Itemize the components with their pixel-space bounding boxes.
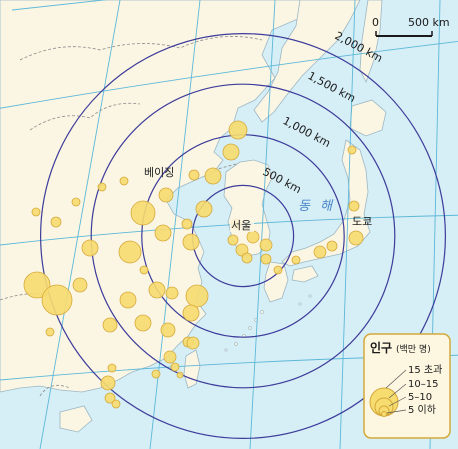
city-circle bbox=[260, 253, 272, 265]
taiwan-island bbox=[183, 349, 201, 389]
city-circle bbox=[246, 230, 260, 244]
scale-length-label: 500 km bbox=[408, 16, 450, 29]
city-circle bbox=[165, 286, 179, 300]
city-circle bbox=[139, 265, 149, 275]
city-circle bbox=[23, 271, 51, 299]
city-circle bbox=[182, 233, 200, 251]
label-beijing: 베이징 bbox=[144, 166, 174, 179]
city-circle bbox=[50, 216, 62, 228]
sakhalin-island bbox=[359, 0, 383, 84]
city-circle bbox=[347, 145, 357, 155]
city-circle bbox=[119, 176, 129, 186]
southern-land bbox=[59, 405, 93, 433]
scale-zero-label: 0 bbox=[372, 16, 379, 29]
city-circle bbox=[119, 291, 137, 309]
city-circle bbox=[291, 255, 301, 265]
city-circle bbox=[31, 207, 41, 217]
legend-circle-tiny bbox=[381, 411, 387, 417]
legend-class-3: 5–10 bbox=[408, 392, 432, 403]
city-circle bbox=[71, 197, 81, 207]
city-circle bbox=[134, 314, 152, 332]
legend-class-2: 10–15 bbox=[408, 379, 438, 390]
legend-unit: (백만 명) bbox=[396, 344, 431, 355]
city-circle bbox=[148, 281, 166, 299]
city-circle bbox=[186, 336, 200, 350]
city-circle bbox=[154, 224, 172, 242]
city-circle bbox=[348, 230, 364, 246]
city-circle bbox=[241, 252, 253, 264]
city-circle bbox=[118, 240, 142, 264]
distance-rings bbox=[40, 33, 446, 439]
city-circle bbox=[195, 200, 213, 218]
city-circle bbox=[160, 322, 176, 338]
city-circle bbox=[259, 238, 273, 252]
city-circle bbox=[326, 240, 338, 252]
city-circle bbox=[97, 182, 107, 192]
city-circle bbox=[170, 362, 180, 372]
city-circle bbox=[151, 369, 161, 379]
shikoku-island bbox=[291, 265, 319, 283]
city-circle bbox=[228, 120, 248, 140]
scale-bar: 0 500 km bbox=[372, 16, 450, 37]
city-circle bbox=[188, 169, 200, 181]
legend-class-1: 15 초과 bbox=[408, 364, 442, 376]
distance-ring-2000 bbox=[40, 33, 446, 439]
legend: 인구 (백만 명) 15 초과 10–15 5–10 5 이하 bbox=[363, 333, 451, 439]
city-circle bbox=[222, 143, 240, 161]
label-east-sea: 동 해 bbox=[298, 199, 335, 214]
city-circle bbox=[45, 327, 55, 337]
city-circle bbox=[163, 350, 177, 364]
city-circle bbox=[41, 284, 73, 316]
city-circle bbox=[204, 167, 222, 185]
city-circle bbox=[176, 371, 184, 379]
label-tokyo: 도쿄 bbox=[352, 215, 372, 228]
legend-class-4: 5 이하 bbox=[408, 403, 436, 416]
city-circle bbox=[348, 200, 360, 212]
city-circle bbox=[182, 304, 200, 322]
city-circle bbox=[273, 265, 283, 275]
city-circle bbox=[158, 187, 174, 203]
distance-ring-1500 bbox=[90, 83, 396, 389]
legend-title: 인구 bbox=[370, 340, 392, 355]
city-circle bbox=[227, 234, 239, 246]
city-circle bbox=[107, 363, 117, 373]
city-circle bbox=[102, 317, 118, 333]
label-seoul: 서울 bbox=[231, 219, 251, 232]
city-circle bbox=[81, 239, 99, 257]
city-population-circles bbox=[23, 120, 364, 409]
city-circle bbox=[130, 200, 156, 226]
city-circle bbox=[313, 245, 327, 259]
kyushu-island bbox=[263, 261, 289, 303]
city-circle bbox=[100, 375, 116, 391]
city-circle bbox=[72, 277, 88, 293]
city-circle bbox=[181, 218, 193, 230]
city-circle bbox=[185, 284, 209, 308]
seoul-label-box bbox=[230, 218, 254, 232]
city-circle bbox=[111, 399, 121, 409]
city-circle bbox=[104, 392, 116, 404]
